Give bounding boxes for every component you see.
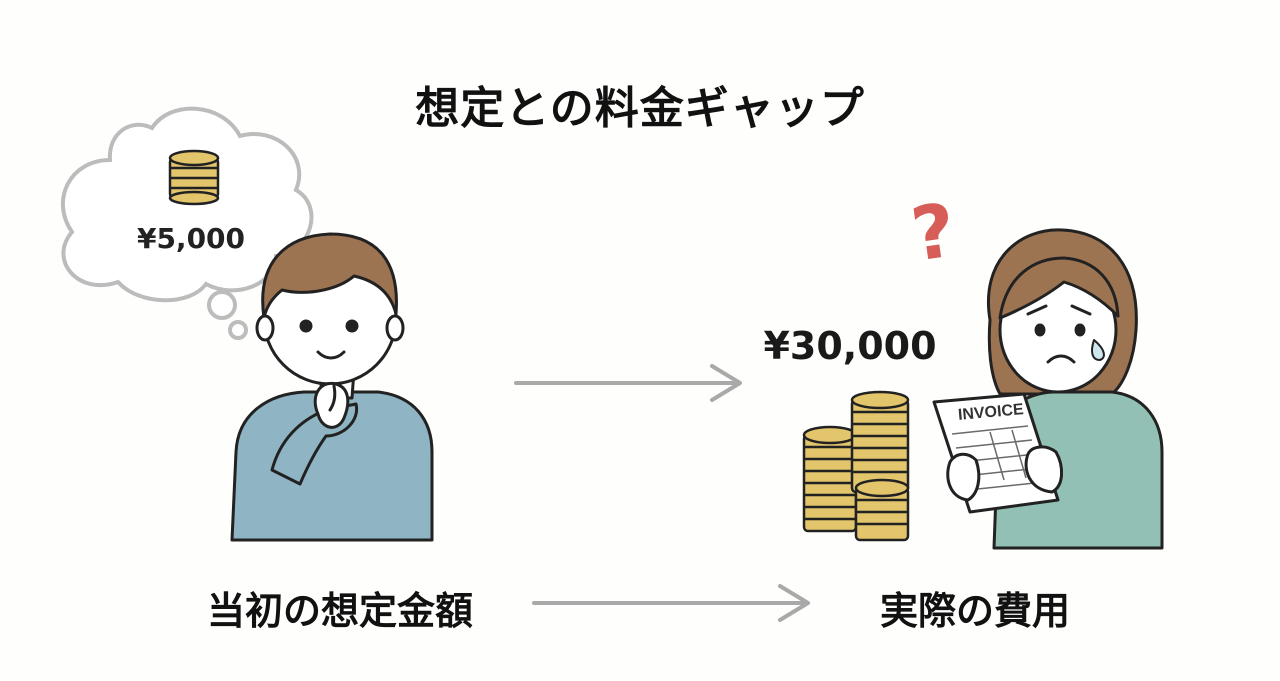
- actual-price-label: ¥30,000: [763, 324, 937, 368]
- man-hair: [261, 232, 398, 320]
- coin-stack-small: [168, 149, 220, 206]
- sweat-drop: [1091, 339, 1105, 361]
- coin-stack-tall: [850, 390, 910, 494]
- lower-arrow: [532, 584, 810, 622]
- coin-stack-front: [854, 478, 910, 542]
- expected-price-label: ¥5,000: [136, 222, 246, 255]
- page-title: 想定との料金ギャップ: [415, 83, 865, 134]
- coin-stack-left: [802, 425, 858, 533]
- expected-amount-caption: 当初の想定金額: [206, 589, 473, 633]
- upper-arrow: [514, 364, 742, 402]
- actual-cost-caption: 実際の費用: [879, 589, 1070, 633]
- man-illustration: [230, 232, 434, 542]
- woman-hands: [946, 445, 1063, 502]
